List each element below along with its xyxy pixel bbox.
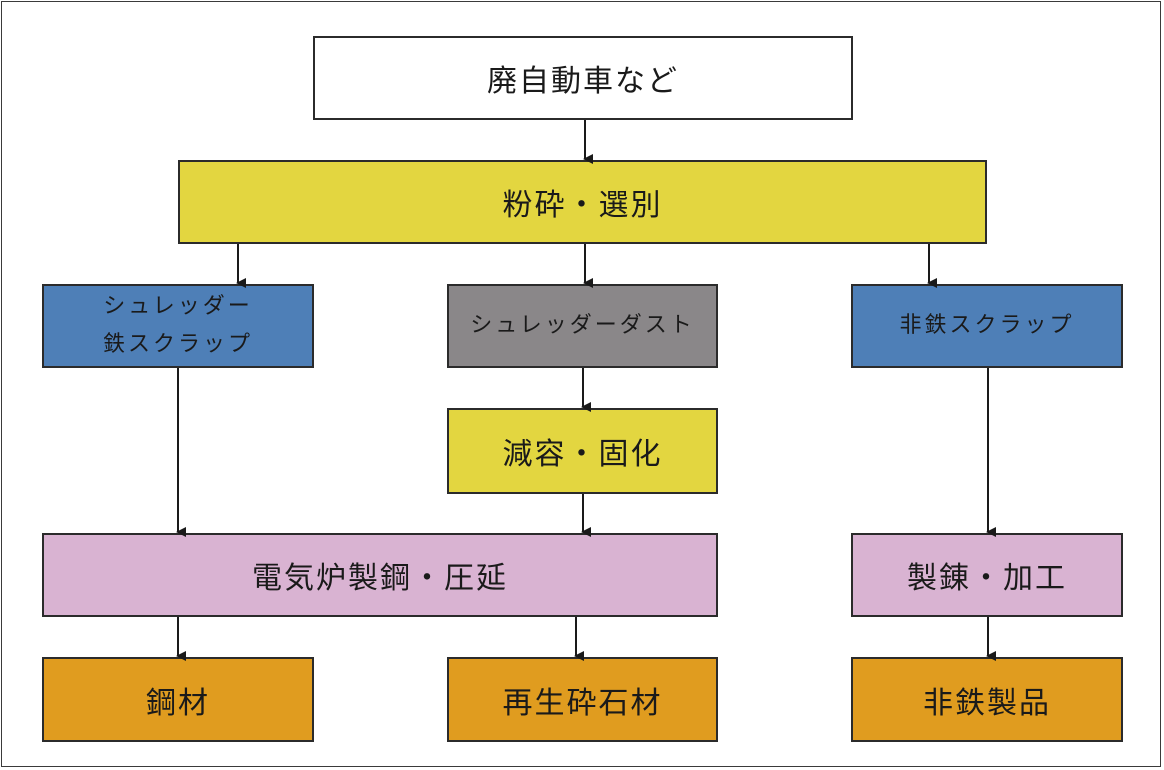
- node-shredder-iron: シュレッダー 鉄スクラップ: [42, 284, 314, 368]
- node-steel: 鋼材: [42, 657, 314, 742]
- node-volume-reduction-label: 減容・固化: [502, 437, 663, 472]
- node-volume-reduction: 減容・固化: [447, 408, 718, 494]
- node-shredding: 粉砕・選別: [178, 160, 987, 244]
- node-steel-label: 鋼材: [146, 685, 210, 721]
- node-refining-label: 製錬・加工: [907, 561, 1067, 596]
- node-shredder-dust: シュレッダーダスト: [447, 284, 718, 368]
- node-crushed-stone-label: 再生砕石材: [502, 685, 663, 721]
- node-shredding-label: 粉砕・選別: [502, 188, 663, 223]
- node-nonferrous-products-label: 非鉄製品: [923, 685, 1051, 721]
- node-shredder-iron-line2: 鉄スクラップ: [102, 332, 253, 357]
- node-scrap-cars-label: 廃自動車など: [487, 64, 679, 99]
- node-nonferrous-scrap: 非鉄スクラップ: [851, 284, 1123, 368]
- node-eaf-steelmaking: 電気炉製鋼・圧延: [42, 533, 718, 617]
- node-refining: 製錬・加工: [851, 533, 1123, 617]
- node-nonferrous-products: 非鉄製品: [851, 657, 1123, 742]
- node-shredder-dust-label: シュレッダーダスト: [470, 313, 695, 338]
- node-crushed-stone: 再生砕石材: [447, 657, 718, 742]
- node-shredder-iron-line1: シュレッダー: [103, 294, 253, 319]
- node-eaf-steelmaking-label: 電気炉製鋼・圧延: [252, 561, 508, 596]
- node-scrap-cars: 廃自動車など: [313, 36, 853, 120]
- node-nonferrous-scrap-label: 非鉄スクラップ: [899, 313, 1075, 338]
